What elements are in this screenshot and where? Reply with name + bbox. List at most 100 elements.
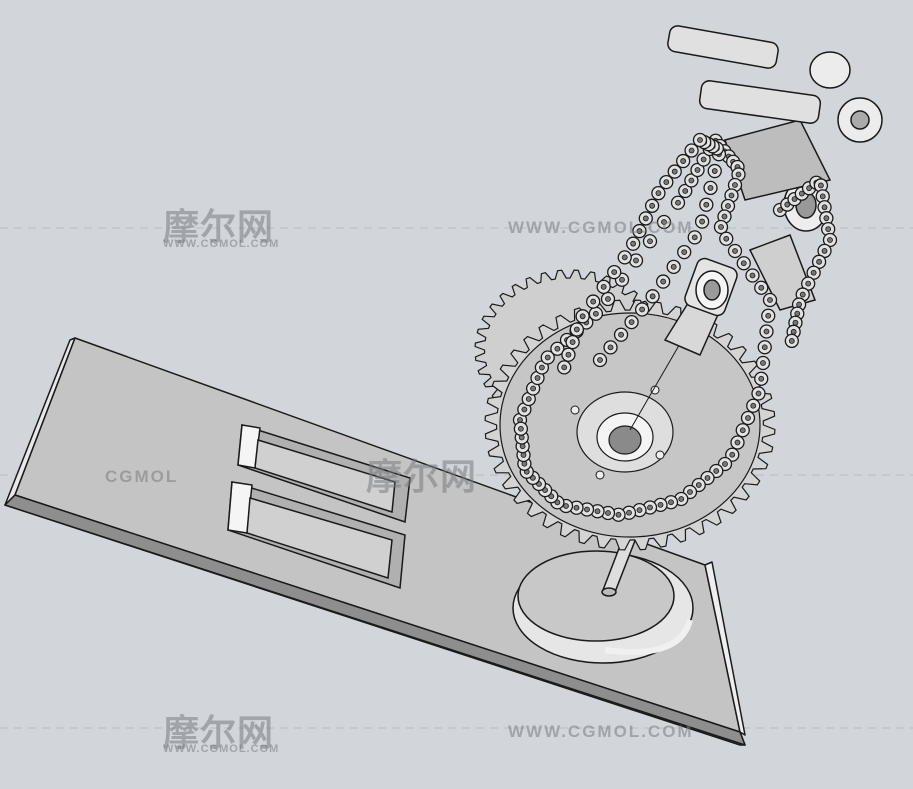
chain-link [754,280,769,295]
chain-link [588,306,604,321]
chain-link [575,309,590,324]
chain-link [596,279,611,294]
stand-base [512,550,694,664]
handle-lower[interactable] [698,80,883,143]
slot-lower [227,481,406,590]
chain-link [517,402,532,417]
chain-link [821,221,836,237]
chain-link [590,504,605,519]
watermark-url-small-bottom: WWW.CGMOL.COM [163,743,280,755]
chain-link [751,386,766,401]
chain-link [745,268,760,283]
chain-link [677,244,692,260]
chain-link [730,435,745,450]
chain-link [642,234,658,249]
chain-link [624,314,639,330]
chain-link [670,195,686,210]
watermark-brand-cn-center: 摩尔网 [366,456,478,497]
chain-link [644,198,660,213]
chain-link [684,143,699,158]
chain-link [561,347,576,362]
chain-link [699,197,714,212]
chain-link [740,410,756,426]
chain-link [607,264,622,280]
chain-link [645,289,660,304]
chain-link [557,360,572,375]
chain-link [600,291,616,307]
chain-link [667,164,682,179]
chain-link [513,421,529,436]
chain-link [755,355,771,371]
chain-link [632,223,647,239]
watermark-brand-cn-bottom: 摩尔网 [163,712,275,753]
chain-link [676,153,691,169]
chain-link [761,308,776,323]
chain-link [565,334,580,350]
chain-link [692,132,708,148]
bolt-icon [655,450,665,460]
chain-link [628,253,644,268]
chain-link [550,341,565,356]
chain-link [634,302,650,317]
chain-link [703,180,718,196]
chain-link [707,163,722,179]
chain-link [666,259,681,274]
chain-link [754,371,769,386]
chain-link [746,398,761,413]
watermark-url-large-bottom: WWW.CGMOL.COM [508,722,694,741]
chain-link [815,189,830,204]
chain-link [659,174,674,190]
chain-link [684,173,699,188]
watermark-url-small: WWW.CGMOL.COM [163,238,280,250]
chain-link [603,340,618,355]
chain-link [735,423,750,438]
chain-link [521,391,536,407]
upper-assembly[interactable] [663,25,883,356]
chain-link [656,274,671,289]
chain-link [626,236,641,251]
chain-link [784,333,799,349]
spoke-line [629,334,686,431]
hub-bore [608,425,642,455]
handle-upper[interactable] [667,25,851,89]
chain-link [569,322,584,337]
chain-link [757,340,772,355]
chain-link [678,183,693,199]
chain-link [759,324,774,339]
chain-link [569,500,584,515]
slot-upper [237,424,411,524]
chain-link [817,200,832,215]
chain-link [638,211,653,226]
chain-link [719,231,734,246]
chain-link [642,500,658,515]
watermark-brand-cn: 摩尔网 [163,206,275,247]
chain-link [621,505,637,520]
chain-link [727,243,743,259]
chain-link [613,327,629,342]
chain-link [725,447,740,462]
chain-link [540,350,555,365]
watermark-url-large: WWW.CGMOL.COM [508,218,694,237]
watermark-brand-en: CGMOL [105,467,179,486]
chain-link [690,162,705,178]
chain-link [736,256,751,271]
chain-link [653,497,668,513]
dashed-guide-lines [0,227,913,729]
roller-chain[interactable] [512,132,838,522]
chain-link [694,214,710,229]
chain-link [713,219,729,235]
bolt-icon [595,470,605,480]
chain-link [819,211,834,226]
bolt-icon [570,405,580,415]
chain-link [651,186,666,201]
chain-link [762,292,778,308]
chain-link [586,294,601,309]
chain-link [592,352,608,368]
chain-link [656,214,672,230]
chain-link [600,505,616,521]
chain-link [717,209,732,224]
chain-link [731,167,746,182]
chain-link [617,250,632,265]
chain-link [696,152,711,167]
